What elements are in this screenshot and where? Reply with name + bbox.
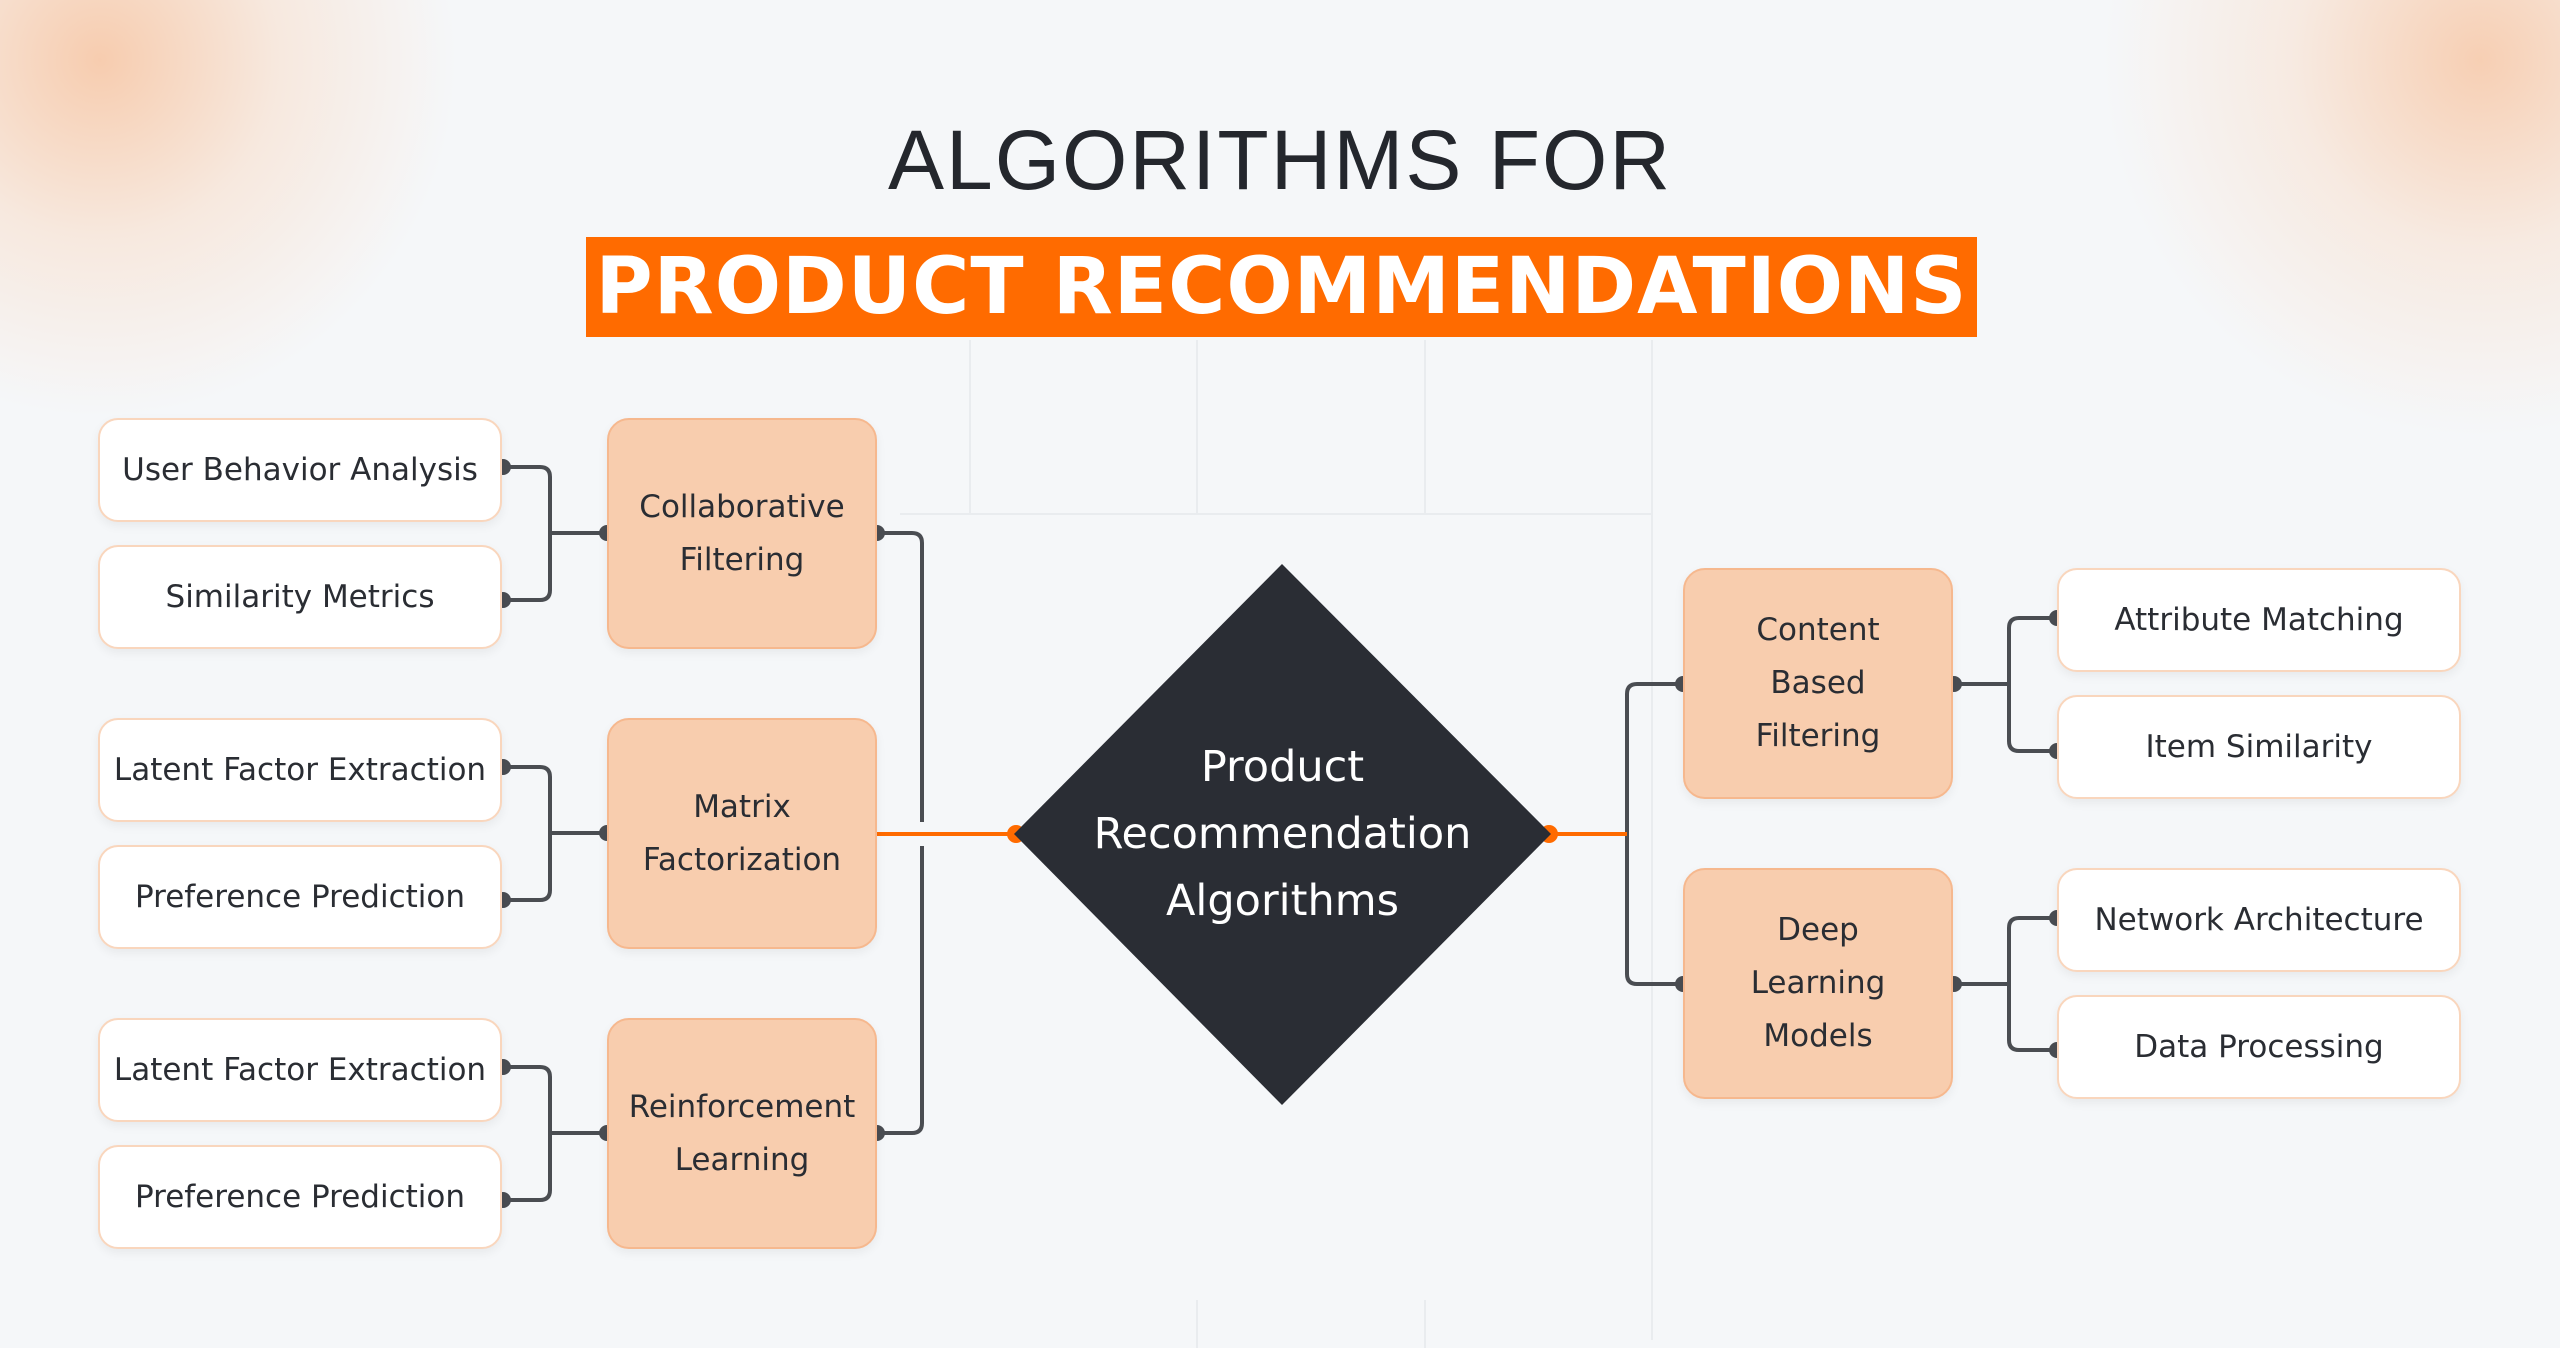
background-grid-line: [1196, 340, 1198, 515]
title-banner-text: PRODUCT RECOMMENDATIONS: [595, 242, 1968, 332]
leaf-preference-prediction: Preference Prediction: [98, 845, 502, 949]
background-glow-top-right: [2100, 0, 2560, 440]
center-node-label: Product Recommendation Algorithms: [1014, 564, 1551, 1105]
branch-label-line: Deep: [1777, 912, 1859, 948]
center-label-line: Recommendation: [1093, 809, 1472, 859]
center-label-line: Algorithms: [1166, 876, 1399, 926]
leaf-latent-factor-extraction: Latent Factor Extraction: [98, 1018, 502, 1122]
branch-label-line: Learning: [1750, 965, 1886, 1001]
leaf-similarity-metrics: Similarity Metrics: [98, 545, 502, 649]
branch-label-line: Collaborative: [639, 488, 845, 525]
center-node: Product Recommendation Algorithms: [1014, 564, 1551, 1105]
leaf-data-processing: Data Processing: [2057, 995, 2461, 1099]
leaf-latent-factor-extraction: Latent Factor Extraction: [98, 718, 502, 822]
branch-label-line: Reinforcement: [628, 1088, 856, 1125]
branch-label-line: Learning: [674, 1141, 810, 1178]
background-glow-top-left: [0, 0, 460, 420]
leaf-network-architecture: Network Architecture: [2057, 868, 2461, 972]
branch-label-line: Factorization: [642, 841, 842, 878]
branch-label-line: Filtering: [679, 541, 805, 578]
background-grid-line: [1424, 1300, 1426, 1348]
background-grid-line: [900, 513, 1652, 515]
branch-label-line: Filtering: [1755, 718, 1881, 754]
branch-content-based-filtering: Content Based Filtering: [1683, 568, 1953, 799]
diamond-shape: [1014, 564, 1551, 1105]
background-grid-line: [1424, 340, 1426, 515]
background-grid-line: [1196, 1300, 1198, 1348]
branch-label-line: Matrix: [693, 788, 791, 825]
leaf-item-similarity: Item Similarity: [2057, 695, 2461, 799]
branch-collaborative-filtering: Collaborative Filtering: [607, 418, 877, 649]
branch-matrix-factorization: Matrix Factorization: [607, 718, 877, 949]
background-grid-line: [969, 340, 971, 515]
leaf-preference-prediction: Preference Prediction: [98, 1145, 502, 1249]
page-title: ALGORITHMS FOR: [887, 113, 1673, 207]
title-banner: PRODUCT RECOMMENDATIONS: [586, 237, 1977, 337]
branch-label-line: Models: [1763, 1018, 1873, 1054]
branch-deep-learning-models: Deep Learning Models: [1683, 868, 1953, 1099]
branch-label-line: Content: [1756, 612, 1880, 648]
branch-reinforcement-learning: Reinforcement Learning: [607, 1018, 877, 1249]
leaf-user-behavior-analysis: User Behavior Analysis: [98, 418, 502, 522]
center-label-line: Product: [1200, 742, 1365, 792]
leaf-attribute-matching: Attribute Matching: [2057, 568, 2461, 672]
branch-label-line: Based: [1770, 665, 1866, 701]
background-grid-line: [1651, 340, 1653, 1340]
